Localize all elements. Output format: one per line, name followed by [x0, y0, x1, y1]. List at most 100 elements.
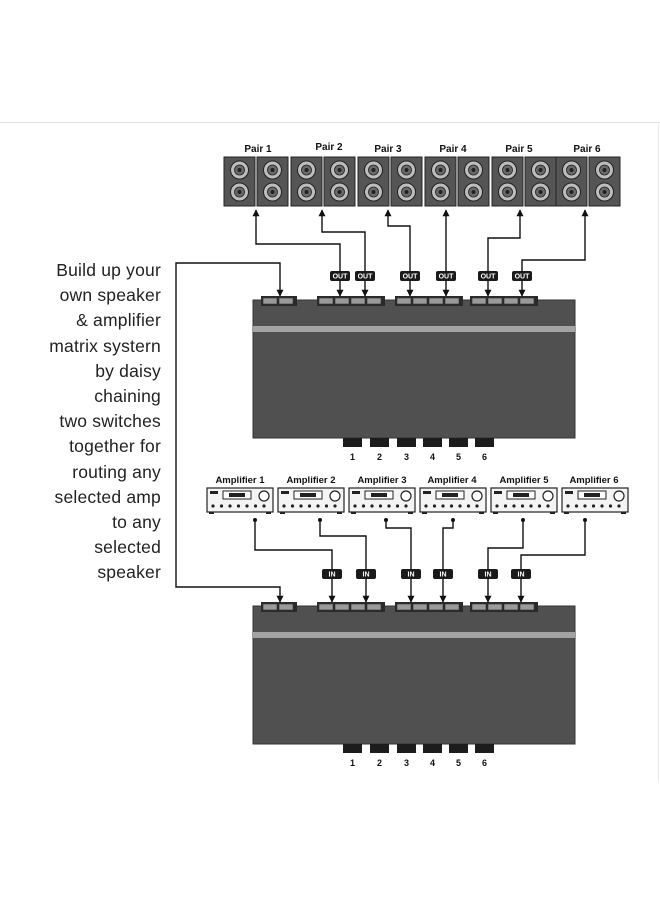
speaker-pair-label: Pair 2 — [315, 142, 343, 153]
speaker-cabinet — [491, 156, 524, 207]
connection-tag: OUT — [400, 271, 420, 281]
jack-port — [366, 603, 382, 611]
selector-button — [370, 438, 389, 447]
cables — [175, 209, 589, 603]
speaker-pair-label: Pair 3 — [374, 144, 402, 155]
speaker-pair-label: Pair 6 — [573, 144, 601, 155]
amplifier-foot — [280, 512, 285, 514]
amplifier-control-dot — [236, 504, 241, 508]
amplifier-control-dot — [404, 504, 408, 508]
selector-number: 2 — [377, 758, 382, 768]
selector-number: 3 — [404, 758, 409, 768]
amplifier-output-dot — [521, 518, 525, 522]
description-line: by daisy — [95, 360, 161, 381]
amplifier-knob — [329, 490, 341, 502]
tag-box — [400, 271, 420, 281]
amplifier-control-dot — [211, 504, 215, 508]
selector-button — [475, 438, 494, 447]
connection-tag: IN — [322, 569, 342, 579]
connection-tag: OUT — [355, 271, 375, 281]
speaker-dust-cap — [337, 168, 342, 172]
tag-box — [478, 271, 498, 281]
jack-port — [334, 297, 350, 305]
amplifier-control-dot — [353, 504, 357, 508]
amplifier-led — [210, 491, 218, 494]
amplifier-led — [565, 491, 573, 494]
amplifier-control-dot — [458, 504, 462, 508]
amplifier-knob — [258, 490, 270, 502]
amplifier-control-dot — [307, 504, 312, 508]
speaker-dust-cap — [569, 168, 574, 172]
speaker-cabinet — [524, 156, 557, 207]
speaker-dust-cap — [602, 190, 607, 194]
amplifier-label: Amplifier 4 — [427, 475, 477, 486]
amplifier-control-dot — [475, 504, 479, 508]
amplifier-control-dot — [574, 504, 579, 508]
amplifier-control-dot — [566, 504, 570, 508]
amplifier-control-dot — [466, 504, 471, 508]
selector-button — [423, 744, 442, 753]
description-line: selected — [94, 537, 161, 558]
cable-line — [319, 520, 370, 603]
amplifier-output-dot — [451, 518, 455, 522]
tag-box — [512, 271, 532, 281]
cable-line — [385, 520, 415, 603]
amplifier-led — [352, 491, 360, 494]
selector-number: 3 — [404, 452, 409, 462]
jack-port — [396, 603, 412, 611]
tag-box — [433, 569, 453, 579]
amplifier-control-dot — [370, 504, 374, 508]
amplifier-knob — [542, 490, 554, 502]
speaker-dust-cap — [371, 168, 376, 172]
amplifier-control-dot — [591, 504, 596, 508]
speaker-dust-cap — [538, 190, 543, 194]
switch-stripe — [253, 632, 575, 638]
speaker-dust-cap — [602, 168, 607, 172]
amplifier-control-dot — [228, 504, 232, 508]
connection-tag: OUT — [512, 271, 532, 281]
amplifier-control-dot — [219, 504, 224, 508]
amplifier-label: Amplifier 1 — [215, 475, 265, 486]
connection-tag: OUT — [478, 271, 498, 281]
description-line: own speaker — [59, 285, 161, 306]
amplifier-display-bar — [300, 493, 316, 497]
amplifier-knob — [613, 490, 625, 502]
tag-box — [401, 569, 421, 579]
amplifier-led — [281, 491, 289, 494]
connection-tag: IN — [401, 569, 421, 579]
speaker-cabinet — [555, 156, 588, 207]
connection-tag: IN — [433, 569, 453, 579]
cable-line — [484, 520, 524, 603]
speaker-pair-label: Pair 4 — [439, 144, 467, 155]
amplifier-control-dot — [495, 504, 499, 508]
amplifier-control-dot — [262, 504, 266, 508]
amplifier-display-bar — [371, 493, 387, 497]
amplifier-unit — [348, 487, 416, 514]
cable-line — [175, 262, 284, 603]
jack-port — [487, 603, 503, 611]
amplifier-foot — [209, 512, 214, 514]
speaker-pair-label: Pair 5 — [505, 144, 533, 155]
amplifier-control-dot — [378, 504, 383, 508]
amplifier-output-dot — [318, 518, 322, 522]
amplifier-control-dot — [520, 504, 525, 508]
jack-port — [412, 297, 428, 305]
jack-port — [471, 603, 487, 611]
tag-box — [330, 271, 350, 281]
jack-port — [503, 297, 519, 305]
amplifier-foot — [337, 512, 342, 514]
tag-box — [436, 271, 456, 281]
amplifier-label: Amplifier 3 — [357, 475, 406, 486]
amplifier-label: Amplifier 2 — [286, 475, 335, 486]
jack-port — [278, 603, 294, 611]
amplifier-control-dot — [449, 504, 454, 508]
speaker-dust-cap — [371, 190, 376, 194]
amplifier-foot — [408, 512, 413, 514]
speaker-pair-label: Pair 1 — [244, 144, 272, 155]
amplifier-led — [494, 491, 502, 494]
speaker-cabinet — [290, 156, 323, 207]
description-line: selected amp — [54, 486, 161, 507]
